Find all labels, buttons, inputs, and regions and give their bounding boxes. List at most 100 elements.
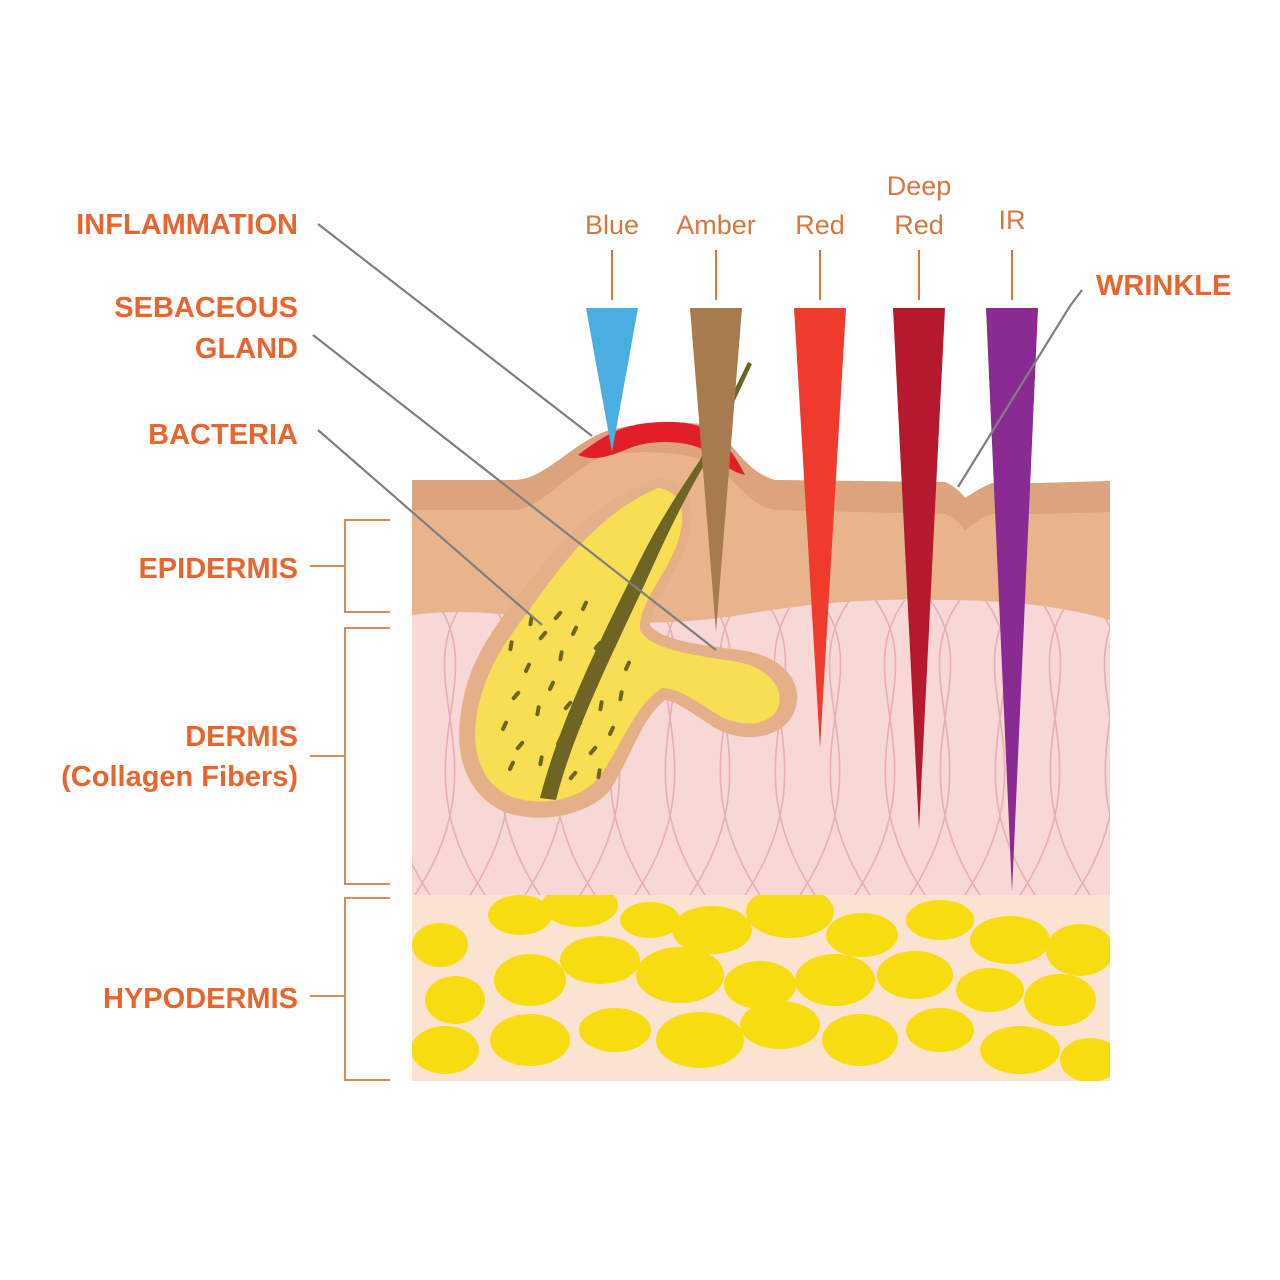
inflammation-label: INFLAMMATION xyxy=(76,209,298,241)
bacteria-dot xyxy=(501,720,508,732)
fat-cell xyxy=(906,900,974,940)
bacteria-dot xyxy=(608,725,615,737)
beam-deep-red-cone xyxy=(893,308,945,830)
fat-cell xyxy=(579,1008,651,1052)
collagen-fiber xyxy=(1039,600,1091,895)
sebaceous-pointer xyxy=(312,334,717,651)
bacteria-dot xyxy=(618,690,624,702)
collagen-fiber xyxy=(1150,600,1200,895)
fat-cell xyxy=(542,893,618,927)
collagen-fiber xyxy=(819,600,871,895)
sebaceous-label-line1: SEBACEOUS xyxy=(114,292,298,324)
fat-cell xyxy=(740,1001,820,1049)
collagen-fiber xyxy=(1185,600,1235,895)
bacteria-dot xyxy=(598,700,604,712)
fat-cell xyxy=(494,954,566,1006)
fat-cell xyxy=(1024,974,1096,1026)
collagen-fiber xyxy=(1205,600,1255,895)
beam-amber-cone xyxy=(690,308,742,632)
collagen-fiber xyxy=(1094,600,1110,820)
beam-blue-label: Blue xyxy=(585,210,639,240)
fat-cell xyxy=(490,1014,570,1066)
hair-shaft xyxy=(540,362,752,800)
bacteria-dot xyxy=(624,660,631,672)
fat-cell xyxy=(636,947,724,1003)
beam-red: Red xyxy=(794,210,846,748)
structure-labels: INFLAMMATION SEBACEOUS GLAND BACTERIA EP… xyxy=(61,209,1231,1015)
bacteria-dot xyxy=(515,740,525,751)
layer-brackets xyxy=(310,519,390,1081)
collagen-fiber xyxy=(854,600,906,895)
collagen-fiber xyxy=(1130,600,1180,895)
collagen-fiber xyxy=(634,600,686,895)
sebaceous-label-line2: GLAND xyxy=(195,333,298,365)
fat-cell xyxy=(1060,1038,1110,1081)
wrinkle-pointer xyxy=(957,289,1083,488)
fat-cell xyxy=(826,913,898,957)
beam-ir-cone xyxy=(986,308,1038,892)
fat-cell xyxy=(822,1014,898,1066)
beam-amber: Amber xyxy=(676,210,756,632)
wrinkle-label: WRINKLE xyxy=(1096,270,1231,302)
fat-cell xyxy=(956,968,1024,1012)
collagen-fiber xyxy=(874,600,926,895)
collagen-fiber xyxy=(799,600,851,895)
bacteria-dot xyxy=(538,630,548,641)
collagen-fiber xyxy=(964,600,1016,895)
fat-cell xyxy=(724,961,796,1009)
collagen-fiber xyxy=(654,600,706,895)
pointer-lines xyxy=(312,223,1083,651)
fat-cell xyxy=(980,1026,1060,1074)
bacteria-dots xyxy=(501,600,631,781)
fat-cell xyxy=(795,954,875,1006)
dermis-label-line2: (Collagen Fibers) xyxy=(61,761,298,793)
inflammation-pointer xyxy=(317,223,593,437)
collagen-fiber xyxy=(414,600,466,895)
fat-cell xyxy=(1046,924,1110,976)
fat-cell xyxy=(412,1026,479,1074)
epidermis-label: EPIDERMIS xyxy=(138,553,298,585)
beam-blue-cone xyxy=(586,308,638,452)
fat-cell xyxy=(672,906,752,954)
bacteria-label: BACTERIA xyxy=(148,419,298,451)
collagen-fiber xyxy=(360,600,410,895)
beam-blue: Blue xyxy=(585,210,639,452)
beam-deep-red-label-line2: Red xyxy=(894,210,944,240)
collagen-fiber xyxy=(434,600,486,895)
bacteria-dot xyxy=(581,600,588,612)
beam-ir-label: IR xyxy=(999,205,1026,235)
hypodermis-bracket xyxy=(310,897,390,1081)
collagen-fiber xyxy=(929,600,981,895)
bacteria-dot xyxy=(528,615,534,627)
bacteria-dot xyxy=(538,755,544,767)
hypodermis-layer xyxy=(412,893,1110,1081)
fat-cell xyxy=(656,1012,744,1068)
epidermis-bracket xyxy=(310,519,390,613)
bacteria-dot xyxy=(508,640,514,652)
fat-cell xyxy=(412,923,468,967)
collagen-fiber xyxy=(909,600,961,895)
bacteria-dot xyxy=(508,760,515,772)
beam-amber-label: Amber xyxy=(676,210,756,240)
fat-cell xyxy=(488,895,552,935)
sebaceous-gland xyxy=(459,362,798,818)
bacteria-dot xyxy=(524,662,531,674)
fat-cell xyxy=(906,1008,974,1052)
beam-deep-red-label-line1: Deep xyxy=(887,171,952,201)
bacteria-dot xyxy=(553,610,563,621)
bacteria-dot xyxy=(596,768,602,780)
beam-deep-red: Deep Red xyxy=(887,171,952,830)
bacteria-dot xyxy=(563,700,573,711)
beam-red-label: Red xyxy=(795,210,845,240)
bacteria-dot xyxy=(558,650,564,662)
bacteria-dot xyxy=(568,770,578,781)
beam-ir: IR xyxy=(986,205,1038,892)
fat-cell xyxy=(620,902,680,938)
beam-red-cone xyxy=(794,308,846,748)
fat-cell xyxy=(877,951,953,999)
hypodermis-label: HYPODERMIS xyxy=(103,983,298,1015)
dermis-label-line1: DERMIS xyxy=(185,721,298,753)
bacteria-dot xyxy=(548,680,555,692)
bacteria-dot xyxy=(535,705,541,717)
